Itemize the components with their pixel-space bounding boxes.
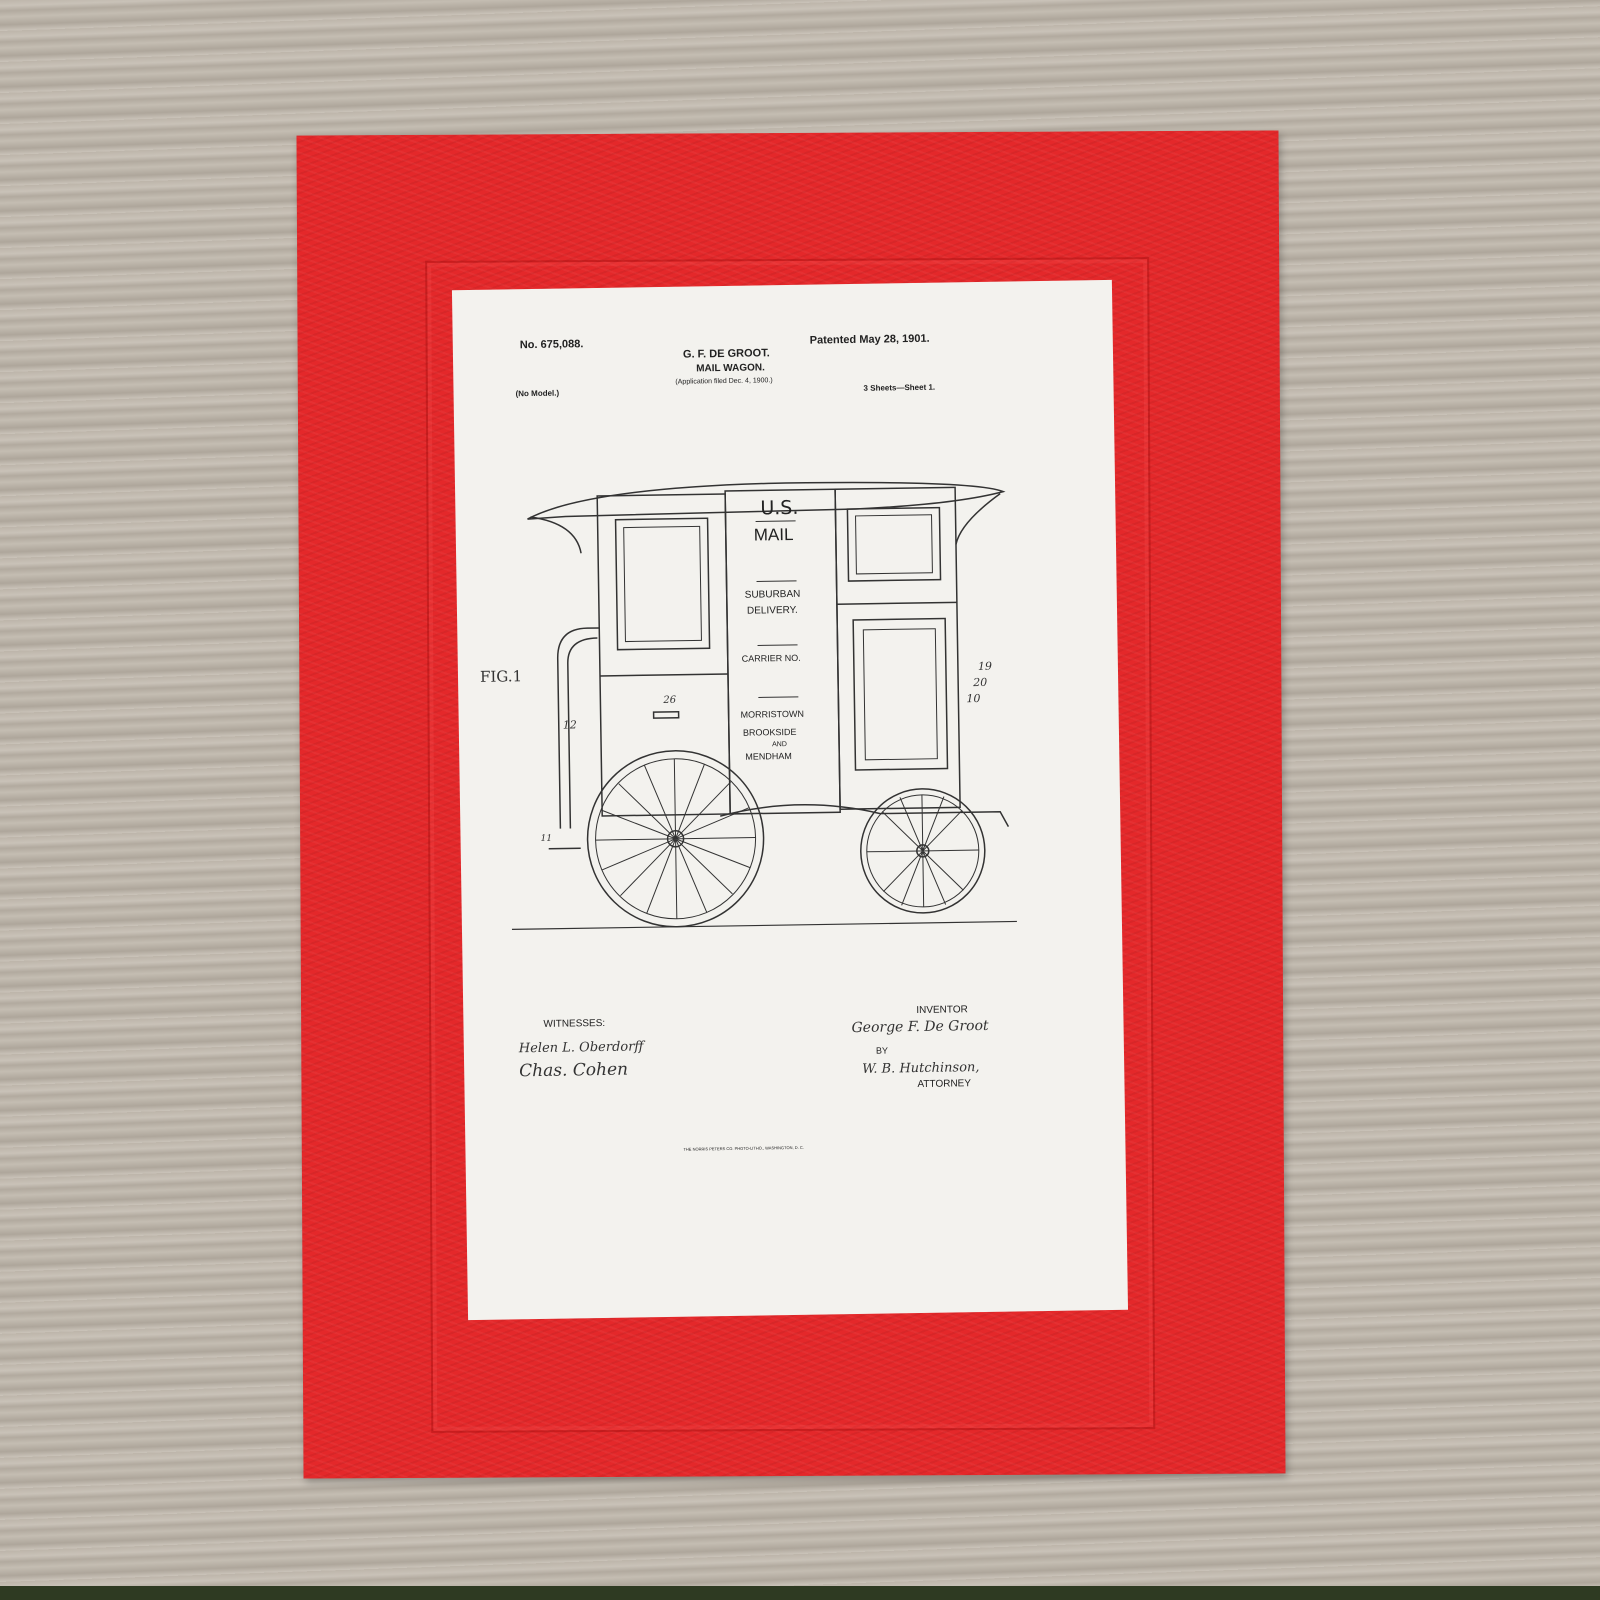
wagon-text-carrier: CARRIER NO. <box>741 652 801 664</box>
red-card: No. 675,088. Patented May 28, 1901. G. F… <box>296 130 1286 1479</box>
wagon-drawing <box>511 481 1017 930</box>
table-edge <box>0 1586 1600 1600</box>
witnesses-label: WITNESSES: <box>543 1017 606 1030</box>
ref-10: 10 <box>966 692 981 706</box>
rear-wheel <box>860 788 986 914</box>
front-wheel <box>586 750 765 928</box>
wagon-text-mail: MAIL <box>753 524 794 545</box>
wagon-text-mendham: MENDHAM <box>745 750 792 762</box>
ref-19: 19 <box>977 659 993 674</box>
printer-credit: THE NORRIS PETERS CO. PHOTO-LITHO., WASH… <box>683 1144 804 1152</box>
ref-12: 12 <box>562 718 577 732</box>
wagon-text-and: AND <box>772 741 787 749</box>
by-label: BY <box>875 1045 889 1056</box>
patent-print: No. 675,088. Patented May 28, 1901. G. F… <box>451 279 1129 1321</box>
attorney-signature: W. B. Hutchinson, <box>862 1060 980 1077</box>
wagon-text-morristown: MORRISTOWN <box>740 708 805 720</box>
wagon-text-suburban: SUBURBAN <box>744 588 801 601</box>
wagon-text-brookside: BROOKSIDE <box>742 726 797 738</box>
wagon-text-us: U.S. <box>760 496 799 520</box>
attorney-label: ATTORNEY <box>917 1078 972 1091</box>
witness-signature-1: Helen L. Oberdorff <box>518 1039 644 1057</box>
figure-label: FIG.1 <box>479 667 523 686</box>
wagon-text-delivery: DELIVERY. <box>746 604 798 617</box>
inventor-label: INVENTOR <box>916 1004 968 1017</box>
ref-20: 20 <box>973 675 988 690</box>
ref-11: 11 <box>540 833 553 844</box>
ref-26: 26 <box>663 694 677 706</box>
witness-signature-2: Chas. Cohen <box>519 1059 629 1082</box>
inventor-signature: George F. De Groot <box>851 1017 989 1037</box>
